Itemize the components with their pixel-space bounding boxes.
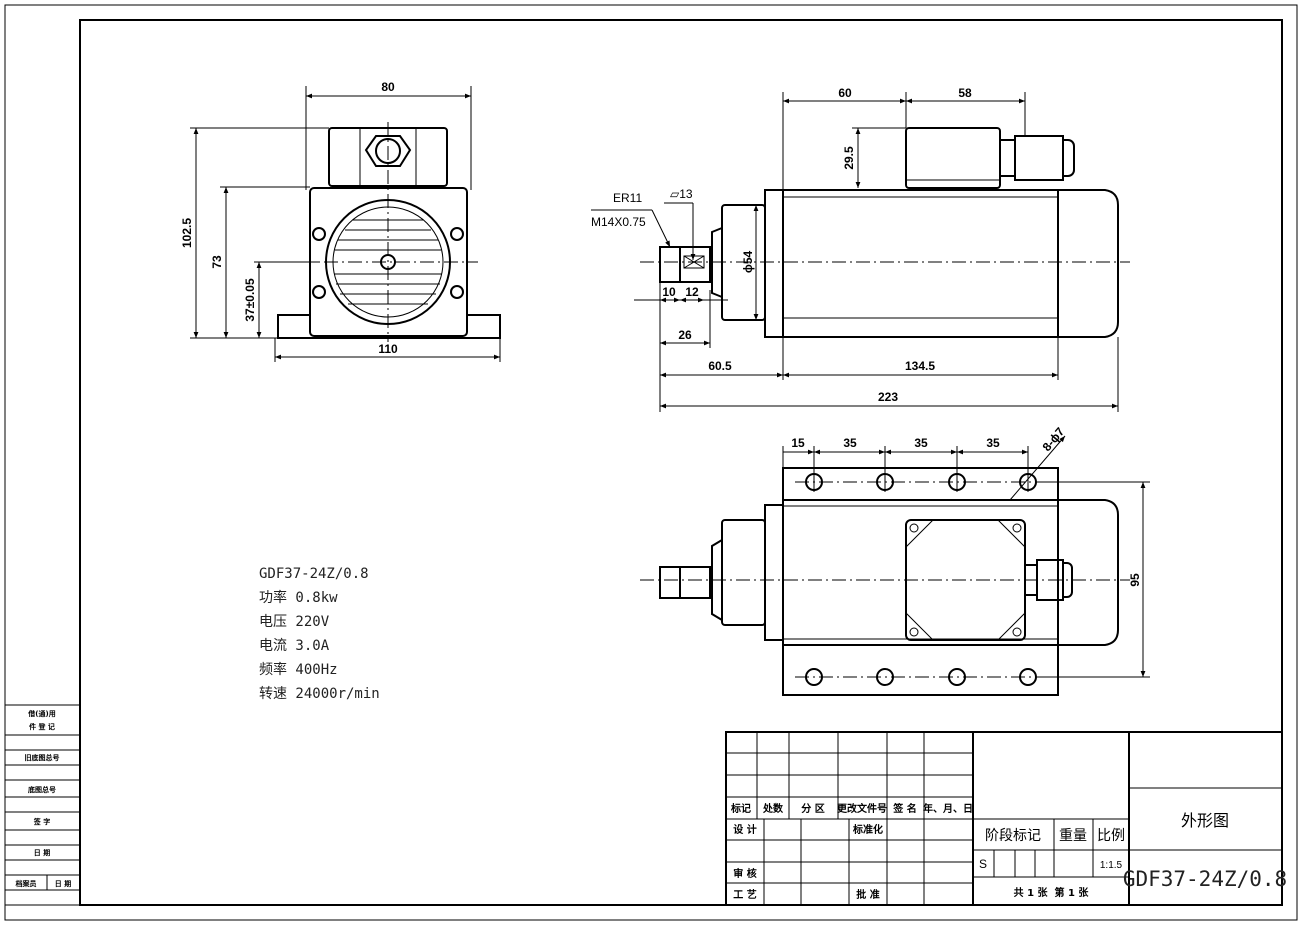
spec-voltage: 电压 220V — [259, 614, 330, 630]
dim-73: 73 — [210, 255, 224, 269]
spec-power: 功率 0.8kw — [259, 589, 338, 606]
label-stage-mark: 阶段标记 — [985, 828, 1041, 844]
header-date: 年、月、日 — [923, 802, 973, 815]
sheet-count: 共 1 张 第 1 张 — [1014, 886, 1090, 899]
dim-29-5: 29.5 — [842, 146, 856, 170]
dim-37: 37±0.05 — [243, 278, 257, 322]
collet-label: ER11 — [613, 191, 642, 205]
strip-label: 日 期 — [55, 879, 71, 888]
dim-15: 15 — [791, 436, 805, 450]
dim-26: 26 — [678, 328, 692, 342]
dim-110: 110 — [378, 342, 398, 356]
dim-35: 35 — [986, 436, 1000, 450]
header-mark: 标记 — [730, 802, 751, 815]
spec-notes: GDF37-24Z/0.8 功率 0.8kw 电压 220V 电流 3.0A 频… — [259, 566, 380, 702]
dim-60-5: 60.5 — [708, 359, 732, 373]
scale-value: 1:1.5 — [1100, 860, 1123, 871]
stage-value: S — [979, 857, 987, 871]
header-count: 处数 — [762, 802, 784, 815]
strip-label: 档案员 — [15, 879, 37, 888]
strip-label: 底图总号 — [28, 785, 56, 794]
outer-border — [4, 4, 1298, 921]
strip-label: 旧底图总号 — [25, 753, 60, 762]
label-process: 工 艺 — [733, 888, 756, 901]
header-signature: 签 名 — [892, 802, 916, 815]
dim-80: 80 — [381, 80, 395, 94]
drawing-frame — [79, 19, 1283, 906]
dim-12: 12 — [685, 285, 699, 299]
drawing-number: GDF37-24Z/0.8 — [1123, 867, 1287, 891]
dim-223: 223 — [878, 390, 898, 404]
wrench-flat-label: ▱13 — [670, 187, 693, 201]
top-view: 15 35 35 35 8-ϕ7 95 — [640, 425, 1150, 696]
dim-95: 95 — [1128, 573, 1142, 587]
label-standardization: 标准化 — [852, 823, 883, 836]
label-approve: 批 准 — [856, 888, 879, 901]
dim-35: 35 — [843, 436, 857, 450]
dim-102-5: 102.5 — [180, 218, 194, 248]
label-scale: 比例 — [1097, 828, 1125, 844]
dim-35: 35 — [914, 436, 928, 450]
thread-label: M14X0.75 — [591, 215, 646, 229]
side-view: ER11 M14X0.75 ▱13 60 58 29.5 ϕ54 10 12 2… — [591, 86, 1130, 412]
dim-dia54: ϕ54 — [741, 251, 755, 274]
drawing-name: 外形图 — [1181, 811, 1229, 830]
dim-58: 58 — [958, 86, 972, 100]
spec-model: GDF37-24Z/0.8 — [259, 566, 369, 582]
strip-label: 签 字 — [33, 817, 50, 826]
title-block: 标记 处数 分 区 更改文件号 签 名 年、月、日 设 计 标准化 审 核 工 … — [725, 731, 1287, 906]
left-revision-strip: 借(通)用 件 登 记 旧底图总号 底图总号 签 字 日 期 档案员 日 期 — [4, 704, 81, 906]
header-zone: 分 区 — [801, 802, 824, 815]
label-design: 设 计 — [733, 823, 756, 836]
label-weight: 重量 — [1059, 828, 1087, 844]
dim-10: 10 — [662, 285, 676, 299]
strip-label: 件 登 记 — [29, 722, 55, 731]
header-change-doc: 更改文件号 — [837, 802, 887, 815]
dim-60: 60 — [838, 86, 852, 100]
strip-label: 借(通)用 — [27, 709, 55, 718]
spec-frequency: 频率 400Hz — [259, 661, 338, 678]
front-view: 80 102.5 73 37±0.05 110 — [180, 80, 501, 362]
dim-134-5: 134.5 — [905, 359, 935, 373]
spec-current: 电流 3.0A — [259, 638, 330, 654]
label-review: 审 核 — [733, 867, 756, 880]
holes-label: 8-ϕ7 — [1040, 425, 1068, 454]
spec-speed: 转速 24000r/min — [259, 686, 380, 702]
strip-label: 日 期 — [34, 848, 50, 857]
